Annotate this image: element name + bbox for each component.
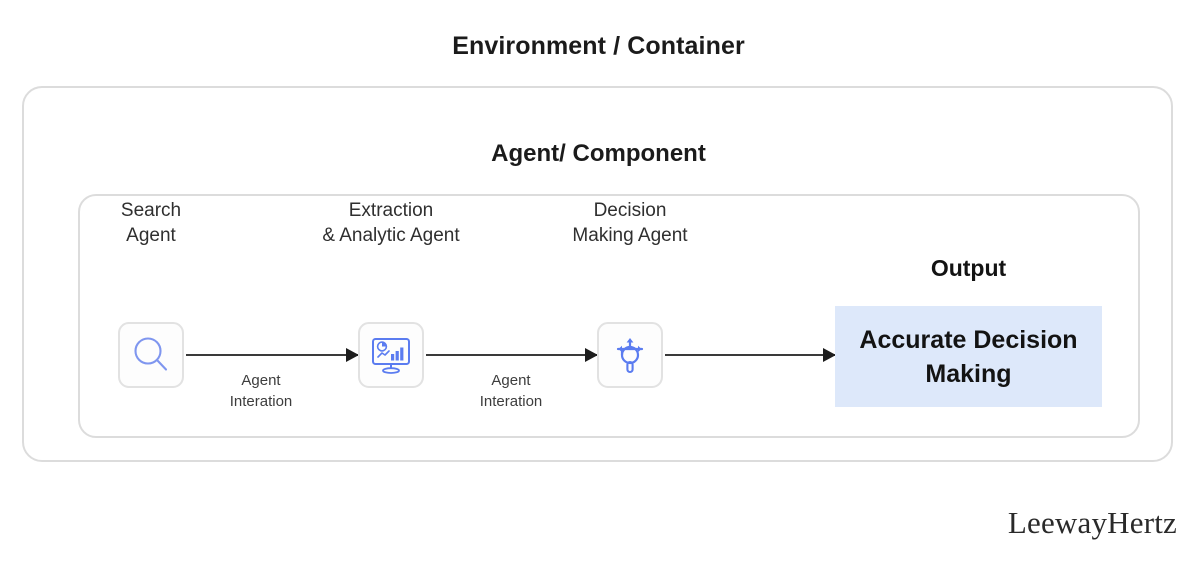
arrow-decision-to-output: [665, 348, 836, 362]
node-extraction-analytic-agent-label: Extraction & Analytic Agent: [322, 200, 460, 246]
node-decision-making-agent-icon-box[interactable]: [597, 322, 663, 388]
environment-title: Environment / Container: [452, 32, 745, 60]
decision-routing-icon: [608, 333, 652, 377]
connector-label-1: Agent Interation: [229, 372, 293, 410]
node-decision-making-agent-label: Decision Making Agent: [572, 200, 688, 246]
arrow-extraction-to-decision: [426, 348, 598, 362]
node-search-agent-icon-box[interactable]: [118, 322, 184, 388]
agent-component-title: Agent/ Component: [491, 140, 706, 167]
node-extraction-analytic-agent-icon-box[interactable]: [358, 322, 424, 388]
output-box-text: Accurate Decision Making: [859, 325, 1078, 388]
output-title: Output: [930, 255, 1007, 281]
node-search-agent-label: Search Agent: [120, 200, 182, 246]
magnifier-icon: [130, 334, 172, 376]
arrow-search-to-extraction: [186, 348, 359, 362]
output-box: Accurate Decision Making: [835, 306, 1102, 407]
analytics-monitor-icon: [368, 332, 414, 378]
connector-label-2: Agent Interation: [479, 372, 543, 410]
brand-wordmark: LeewayHertz: [1007, 505, 1177, 540]
